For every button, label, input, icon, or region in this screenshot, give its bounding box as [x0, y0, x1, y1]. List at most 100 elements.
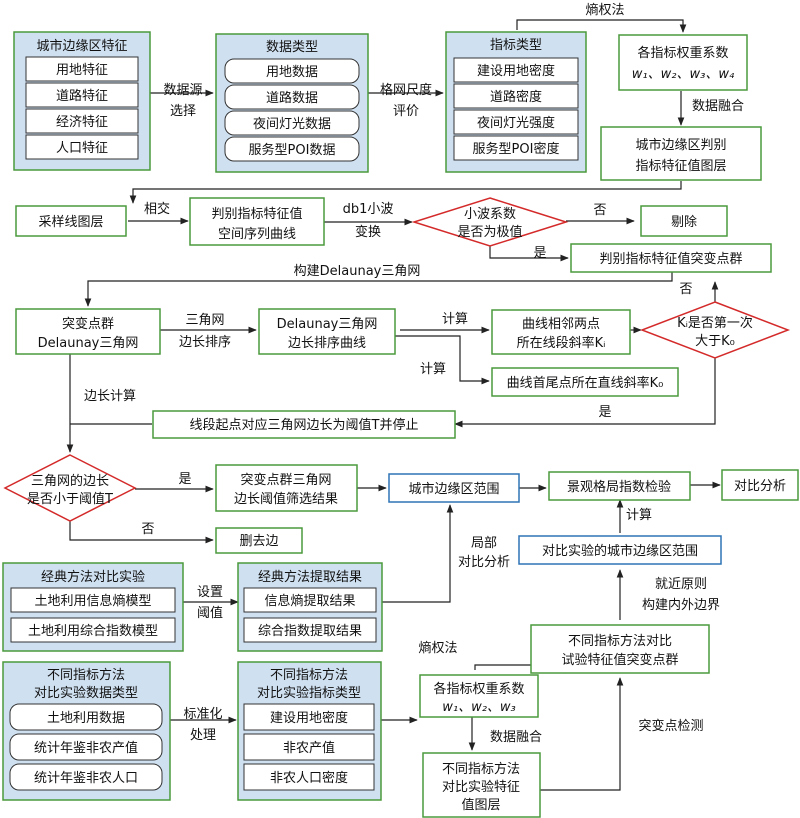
svg-text:w₁、w₂、w₃、w₄: w₁、w₂、w₃、w₄ — [632, 67, 735, 82]
label-delaunay: 构建Delaunay三角网 — [294, 264, 421, 279]
index-road: 道路密度 — [490, 89, 542, 105]
svg-text:对比实验数据类型: 对比实验数据类型 — [34, 685, 138, 701]
group1-title: 城市边缘区特征 — [36, 38, 127, 54]
svg-text:判别指标特征值突变点群: 判别指标特征值突变点群 — [599, 251, 742, 267]
svg-text:对比分析: 对比分析 — [734, 479, 786, 494]
edge-sort-curve-box: Delaunay三角网 边长排序曲线 — [258, 308, 396, 355]
delaunay-box: 突变点群 Delaunay三角网 — [15, 308, 161, 355]
svg-text:土地利用综合指数模型: 土地利用综合指数模型 — [28, 624, 158, 639]
label-calc-1: 计算 — [442, 312, 468, 327]
svg-text:所在线段斜率Kᵢ: 所在线段斜率Kᵢ — [517, 335, 606, 351]
breakpoint-group-box: 判别指标特征值突变点群 — [570, 243, 772, 273]
svg-text:建设用地密度: 建设用地密度 — [270, 710, 348, 726]
landscape-index-box: 景观格局指数检验 — [548, 471, 691, 501]
wavelet-extreme-diamond: 小波系数 是否为极值 — [411, 197, 569, 247]
svg-text:三角网的边长: 三角网的边长 — [31, 473, 109, 489]
svg-text:城市边缘区判别: 城市边缘区判别 — [635, 137, 726, 153]
label-sort-2: 边长排序 — [179, 335, 231, 350]
svg-text:指标特征值图层: 指标特征值图层 — [635, 158, 726, 174]
svg-text:线段起点对应三角网边长为阈值T并停止: 线段起点对应三角网边长为阈值T并停止 — [190, 417, 419, 433]
index-type-group: 指标类型 建设用地密度 道路密度 夜间灯光强度 服务型POI密度 — [445, 31, 587, 173]
label-yes-1: 是 — [533, 246, 546, 261]
label-edge-calc: 边长计算 — [84, 389, 136, 404]
experiment-index-group: 不同指标方法 对比实验指标类型 建设用地密度 非农产值 非农人口密度 — [237, 661, 382, 801]
label-standard-1: 标准化 — [183, 707, 222, 722]
experiment-breakpoints-box: 不同指标方法对比 试验特征值突变点群 — [530, 624, 710, 674]
connectors — [66, 19, 721, 791]
compare-analysis-box: 对比分析 — [721, 469, 799, 501]
svg-text:不同指标方法对比: 不同指标方法对比 — [568, 633, 672, 649]
data-road: 道路数据 — [266, 90, 318, 106]
slope-k0-box: 曲线首尾点所在直线斜率K₀ — [491, 367, 679, 397]
svg-text:非农产值: 非农产值 — [283, 740, 335, 756]
group2-title: 数据类型 — [266, 40, 318, 55]
svg-text:Kᵢ是否第一次: Kᵢ是否第一次 — [677, 315, 753, 331]
label-fusion-top: 数据融合 — [692, 99, 744, 114]
svg-text:不同指标方法: 不同指标方法 — [47, 667, 125, 683]
svg-text:剔除: 剔除 — [671, 215, 697, 230]
svg-text:小波系数: 小波系数 — [464, 207, 516, 222]
svg-text:采样线图层: 采样线图层 — [38, 215, 103, 230]
label-calc-3: 计算 — [626, 508, 652, 523]
svg-text:边长阈值筛选结果: 边长阈值筛选结果 — [234, 491, 338, 507]
svg-text:Delaunay三角网: Delaunay三角网 — [277, 317, 378, 332]
experiment-layer-box: 不同指标方法 对比实验特征 值图层 — [422, 752, 541, 818]
svg-text:各指标权重系数: 各指标权重系数 — [433, 681, 524, 697]
svg-text:各指标权重系数: 各指标权重系数 — [637, 45, 728, 61]
svg-text:曲线首尾点所在直线斜率K₀: 曲线首尾点所在直线斜率K₀ — [507, 375, 664, 391]
svg-text:对比实验的城市边缘区范围: 对比实验的城市边缘区范围 — [542, 543, 698, 559]
svg-text:对比实验指标类型: 对比实验指标类型 — [257, 685, 361, 701]
svg-text:试验特征值突变点群: 试验特征值突变点群 — [561, 652, 678, 668]
slope-ki-box: 曲线相邻两点 所在线段斜率Kᵢ — [491, 309, 631, 355]
index-construction: 建设用地密度 — [477, 63, 555, 79]
label-nearest-2: 构建内外边界 — [642, 597, 720, 613]
svg-text:不同指标方法: 不同指标方法 — [442, 761, 520, 777]
svg-text:突变点群: 突变点群 — [62, 316, 114, 332]
label-no-3: 否 — [141, 522, 154, 537]
label-grid-1: 格网尺度 — [380, 82, 432, 98]
data-landuse: 用地数据 — [266, 65, 318, 80]
label-intersect: 相交 — [144, 201, 170, 217]
svg-text:大于K₀: 大于K₀ — [695, 334, 735, 349]
sequence-curve-box: 判别指标特征值 空间序列曲线 — [189, 197, 325, 246]
index-nightlight: 夜间灯光强度 — [477, 115, 555, 131]
delete-edge-box: 删去边 — [215, 527, 303, 554]
svg-text:经典方法提取结果: 经典方法提取结果 — [258, 569, 362, 585]
label-sort-1: 三角网 — [185, 313, 224, 328]
label-local-2: 对比分析 — [458, 555, 510, 570]
data-nightlight: 夜间灯光数据 — [253, 117, 331, 132]
edge-threshold-diamond: 三角网的边长 是否小于阈值T — [3, 454, 137, 522]
svg-text:统计年鉴非农产值: 统计年鉴非农产值 — [34, 740, 138, 756]
label-no-1: 否 — [593, 203, 606, 218]
remove-box: 剔除 — [640, 205, 728, 237]
label-grid-2: 评价 — [393, 104, 419, 119]
urban-fringe-box: 城市边缘区范围 — [388, 473, 520, 503]
label-source-2: 选择 — [170, 104, 196, 119]
svg-text:Delaunay三角网: Delaunay三角网 — [38, 336, 139, 351]
label-standard-2: 处理 — [190, 728, 216, 743]
feature-economy: 经济特征 — [56, 115, 108, 130]
label-entropy-bottom: 熵权法 — [418, 640, 457, 656]
label-wavelet-1: db1小波 — [343, 202, 394, 217]
svg-text:删去边: 删去边 — [239, 534, 278, 549]
svg-text:非农人口密度: 非农人口密度 — [270, 770, 348, 786]
k-compare-diamond: Kᵢ是否第一次 大于K₀ — [639, 301, 791, 359]
svg-text:综合指数提取结果: 综合指数提取结果 — [258, 623, 362, 639]
label-entropy-top: 熵权法 — [585, 2, 624, 18]
label-yes-3: 是 — [178, 472, 191, 487]
group3-title: 指标类型 — [490, 38, 542, 53]
label-threshold-set-2: 阈值 — [197, 605, 223, 621]
feature-landuse: 用地特征 — [56, 63, 108, 78]
svg-text:曲线相邻两点: 曲线相邻两点 — [522, 317, 600, 332]
svg-text:对比实验特征: 对比实验特征 — [442, 779, 520, 795]
label-source-1: 数据源 — [163, 83, 202, 98]
label-fusion-bottom: 数据融合 — [490, 730, 542, 745]
label-detect: 突变点检测 — [638, 718, 703, 734]
sample-line-box: 采样线图层 — [15, 205, 127, 237]
svg-text:城市边缘区范围: 城市边缘区范围 — [408, 481, 499, 497]
svg-text:边长排序曲线: 边长排序曲线 — [288, 336, 366, 351]
data-type-group: 数据类型 用地数据 道路数据 夜间灯光数据 服务型POI数据 — [215, 33, 369, 173]
svg-text:经典方法对比实验: 经典方法对比实验 — [41, 569, 145, 585]
label-wavelet-2: 变换 — [355, 224, 381, 240]
